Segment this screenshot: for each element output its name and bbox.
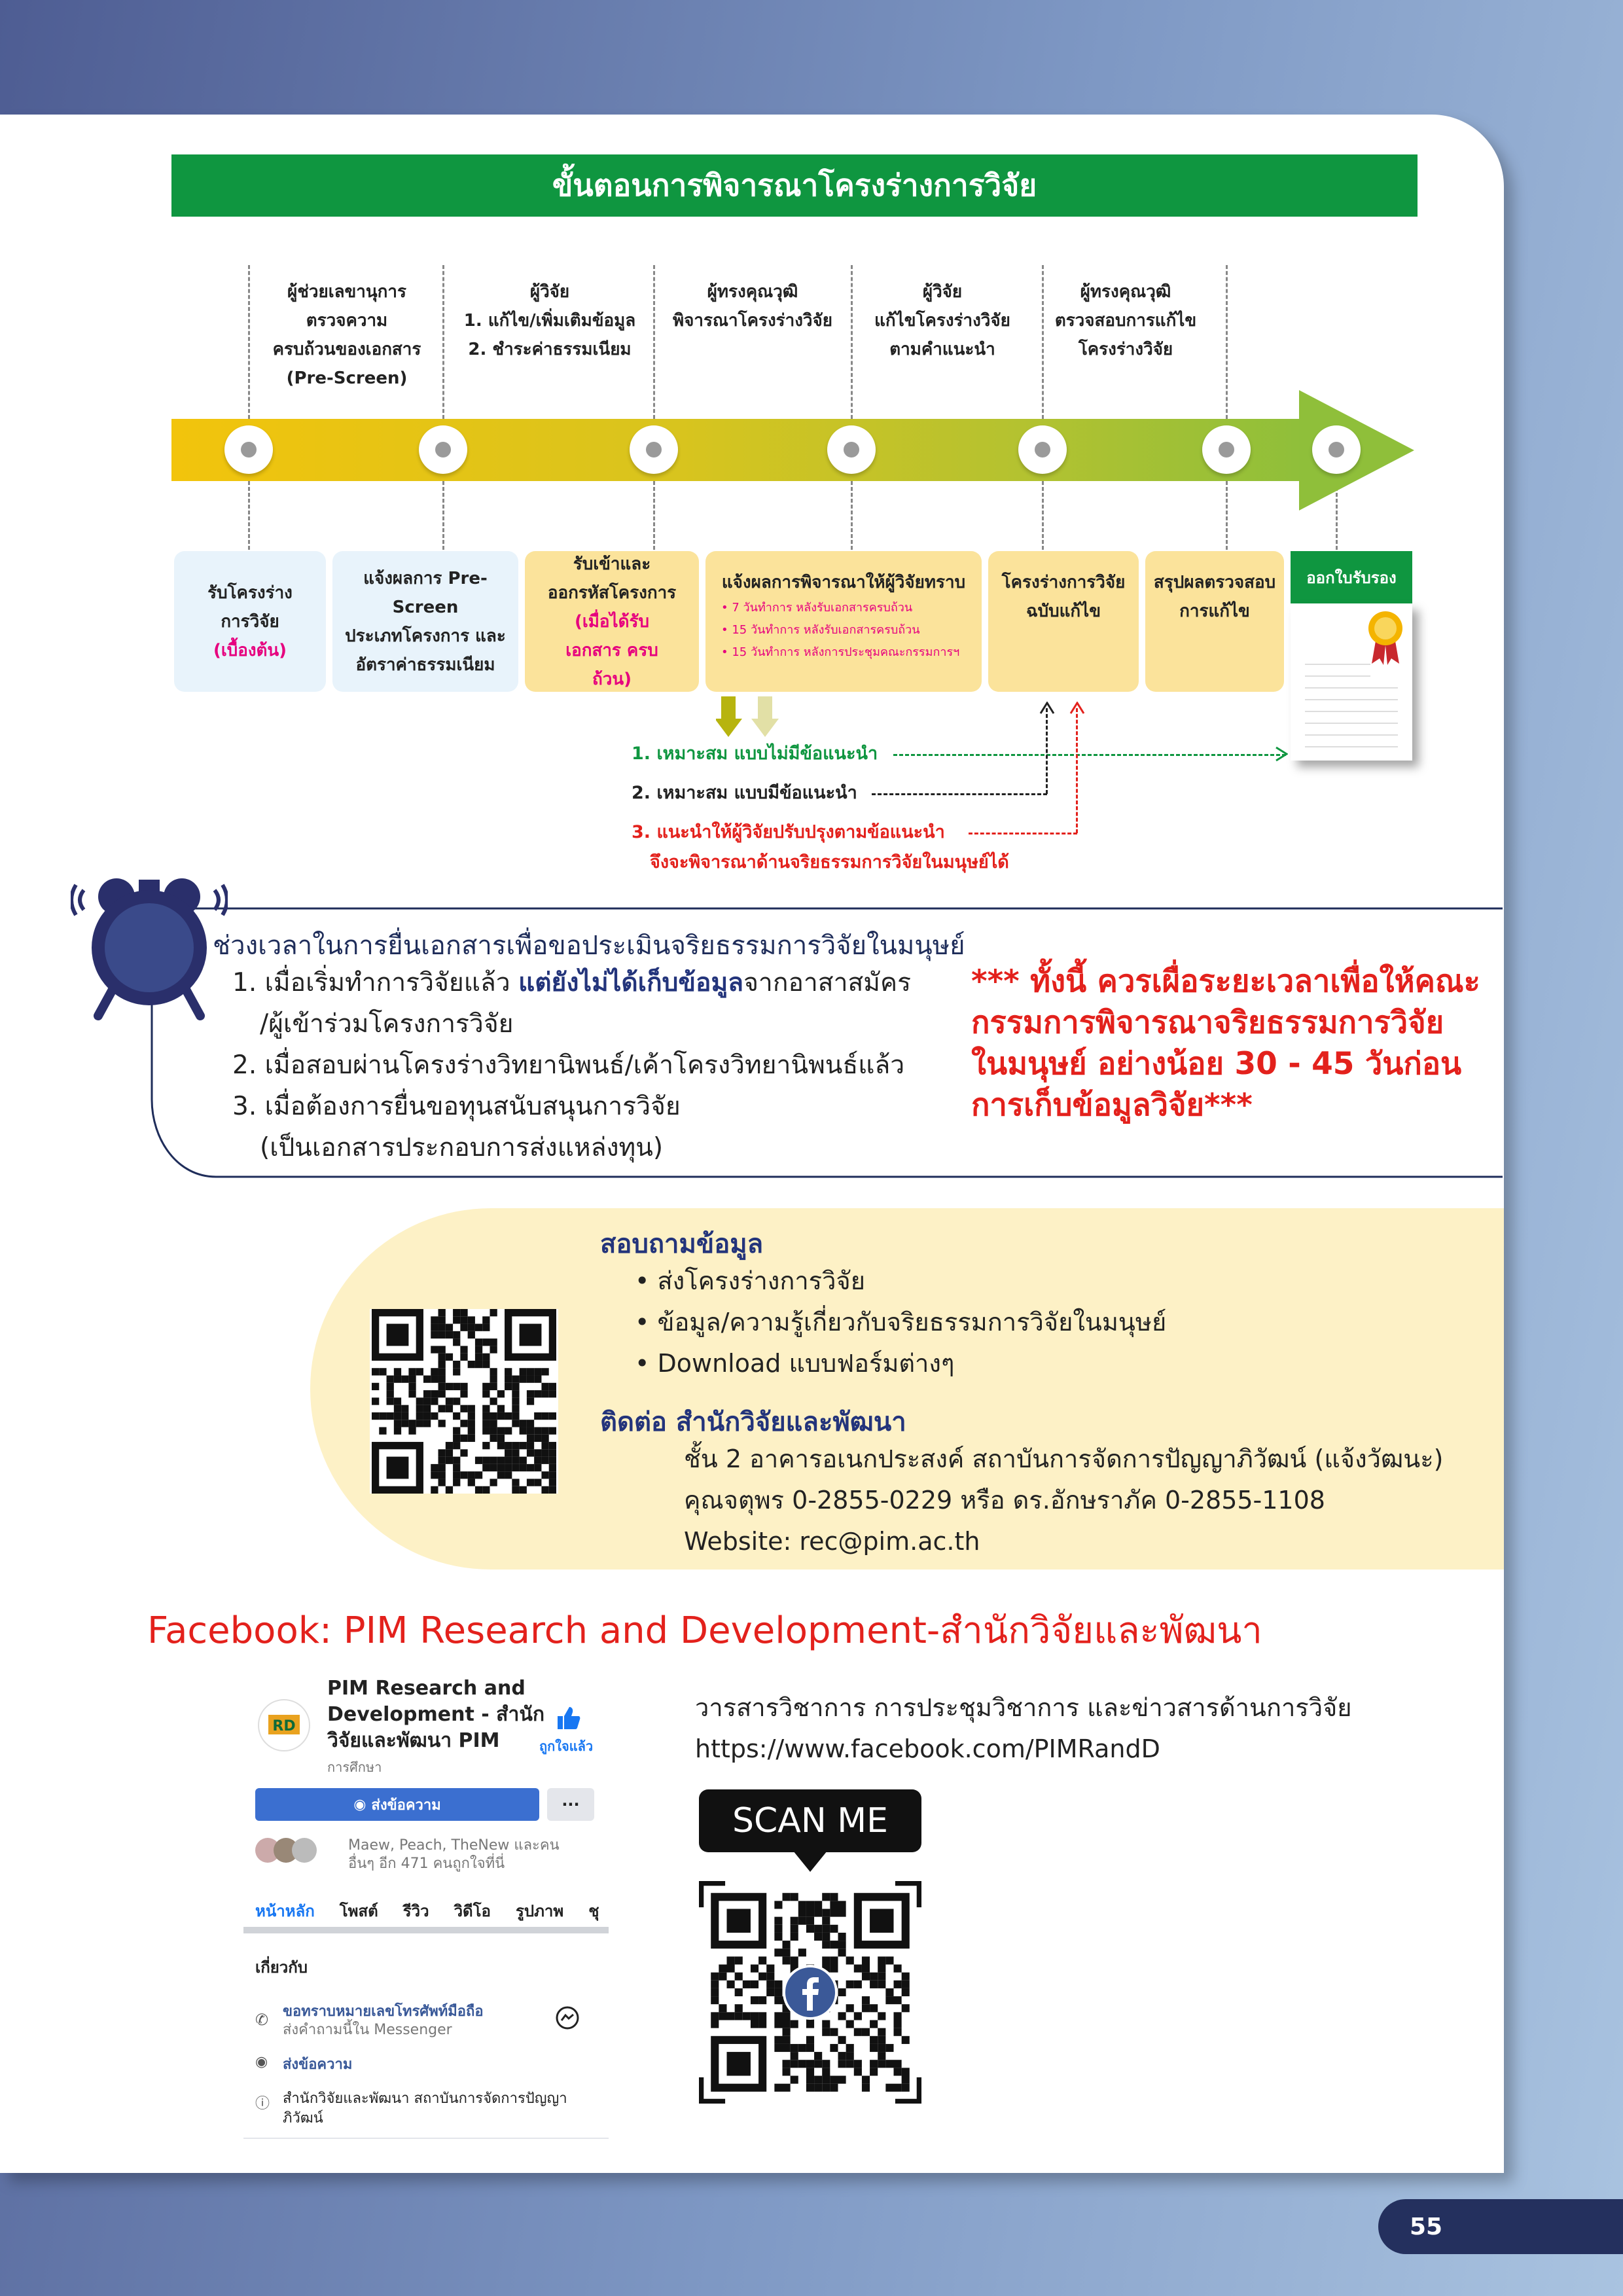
step-notify-result: แจ้งผลการพิจารณาให้ผู้วิจัยทราบ • 7 วันท… — [705, 551, 982, 692]
messenger-small-icon: ◉ — [255, 2054, 268, 2070]
step-review-summary: สรุปผลตรวจสอบ การแก้ไข — [1145, 551, 1284, 692]
alarm-clock-icon — [71, 878, 228, 1020]
timeline-dot — [224, 425, 273, 474]
timeline-arrow — [171, 419, 1304, 481]
fb-tab-more[interactable]: ชุ — [588, 1902, 599, 1920]
fb-message-button[interactable]: ◉ส่งข้อความ — [255, 1788, 539, 1821]
qr-code-facebook[interactable] — [698, 1880, 922, 2104]
facebook-page-card: RD PIM Research and Development - สำนัก … — [243, 1676, 609, 2140]
top-label-expert-2: ผู้ทรงคุณวุฒิตรวจสอบการแก้ไขโครงร่างวิจั… — [1054, 282, 1197, 359]
connector-result-2 — [872, 793, 1047, 795]
facebook-description: วารสารวิชาการ การประชุมวิชาการ และข่าวสา… — [695, 1687, 1352, 1770]
pim-logo: RD — [258, 1699, 310, 1751]
step-revised-proposal: โครงร่างการวิจัย ฉบับแก้ไข — [988, 551, 1139, 692]
scan-me-label: SCAN ME — [699, 1789, 921, 1852]
step-prescreen-result: แจ้งผลการ Pre-Screen ประเภทโครงการ และ อ… — [332, 551, 518, 692]
qr-code-contact[interactable] — [370, 1309, 558, 1494]
divider — [851, 265, 853, 419]
bubble-pointer — [793, 1851, 827, 1872]
fb-tab-reviews[interactable]: รีวิว — [402, 1902, 429, 1920]
divider — [653, 481, 655, 550]
facebook-url[interactable]: https://www.facebook.com/PIMRandD — [695, 1734, 1160, 1763]
inquiry-title: สอบถามข้อมูล — [600, 1229, 764, 1259]
step-receive-proposal: รับโครงร่าง การวิจัย (เบื้องต้น) — [174, 551, 326, 692]
connector-result-3-up — [1076, 708, 1078, 833]
divider — [442, 481, 444, 550]
timing-list: 1. เมื่อเริ่มทำการวิจัยแล้ว แต่ยังไม่ได้… — [232, 962, 911, 1168]
fb-friends-like: Maew, Peach, TheNew และคน อื่นๆ อีก 471 … — [348, 1837, 560, 1872]
timing-item-3: 3. เมื่อต้องการยื่นขอทุนสนับสนุนการวิจัย — [232, 1092, 681, 1121]
arrow-up-icon — [1039, 702, 1055, 714]
fb-tab-home[interactable]: หน้าหลัก — [255, 1902, 315, 1920]
messenger-icon: ◉ — [353, 1796, 366, 1813]
contact-title: ติดต่อ สำนักวิจัยและพัฒนา — [600, 1407, 906, 1437]
process-title: ขั้นตอนการพิจารณาโครงร่างการวิจัย — [171, 154, 1418, 217]
top-label-prescreen: ผู้ช่วยเลขานุการตรวจความครบถ้วนของเอกสาร… — [272, 282, 421, 388]
divider — [653, 265, 655, 419]
timeline-dot — [419, 425, 467, 474]
arrow-up-icon — [1069, 702, 1085, 714]
fb-tab-posts[interactable]: โพสต์ — [339, 1902, 378, 1920]
phone-icon: ✆ — [255, 2011, 269, 2029]
fb-tab-videos[interactable]: วิดีโอ — [454, 1902, 491, 1920]
fb-tab-underline — [243, 1927, 609, 1933]
timeline-dot — [1018, 425, 1067, 474]
timeline-dot — [1202, 425, 1251, 474]
fb-more-button[interactable]: ··· — [547, 1788, 594, 1821]
divider — [442, 265, 444, 419]
timeline-dot — [827, 425, 876, 474]
divider — [248, 481, 250, 550]
facebook-title: Facebook: PIM Research and Development-ส… — [147, 1609, 1262, 1652]
facebook-icon — [783, 1965, 838, 2020]
top-label-researcher-2: ผู้วิจัยแก้ไขโครงร่างวิจัยตามคำแนะนำ — [874, 282, 1010, 359]
result-3-line2: จึงจะพิจารณาด้านจริยธรรมการวิจัยในมนุษย์… — [650, 852, 1009, 872]
fb-tabs: หน้าหลัก โพสต์ รีวิว วิดีโอ รูปภาพ ชุ — [255, 1898, 609, 1924]
divider — [1336, 481, 1338, 550]
fb-about-heading: เกี่ยวกับ — [255, 1958, 308, 1977]
award-seal-icon — [1368, 611, 1402, 665]
divider — [243, 2138, 609, 2139]
divider — [851, 481, 853, 550]
page-number: 55 — [1378, 2199, 1623, 2254]
connector-result-2-up — [1046, 708, 1048, 794]
result-1: 1. เหมาะสม แบบไม่มีข้อแนะนำ — [632, 744, 878, 764]
timeline-dot — [1312, 425, 1361, 474]
result-3: 3. แนะนำให้ผู้วิจัยปรับปรุงตามข้อแนะนำ — [632, 822, 945, 842]
fb-phone-request[interactable]: ขอทราบหมายเลขโทรศัพท์มือถือ ส่งคำถามนี้ใ… — [283, 2003, 484, 2038]
timing-title: ช่วงเวลาในการยื่นเอกสารเพื่อขอประเมินจริ… — [213, 931, 965, 961]
thumbs-up-icon[interactable] — [555, 1706, 581, 1731]
fb-category: การศึกษา — [327, 1759, 382, 1775]
inquiry-bullets: • ส่งโครงร่างการวิจัย • ข้อมูล/ความรู้เก… — [635, 1266, 1167, 1378]
divider — [248, 265, 250, 419]
arrow-right-icon — [1275, 746, 1288, 762]
down-arrows-icon — [716, 696, 779, 737]
certificate-label: ออกใบรับรอง — [1291, 551, 1412, 603]
timing-item-2: 2. เมื่อสอบผ่านโครงร่างวิทยานิพนธ์/เค้าโ… — [232, 1050, 905, 1080]
divider — [1226, 481, 1228, 550]
fb-page-name[interactable]: PIM Research and Development - สำนัก วิจ… — [327, 1677, 544, 1752]
step-register-project: รับเข้าและ ออกรหัสโครงการ (เมื่อได้รับเอ… — [525, 551, 699, 692]
timing-item-1: 1. เมื่อเริ่มทำการวิจัยแล้ว แต่ยังไม่ได้… — [232, 968, 912, 997]
divider — [1042, 265, 1044, 419]
fb-tab-photos[interactable]: รูปภาพ — [515, 1902, 564, 1920]
timing-note: *** ทั้งนี้ ควรเผื่อระยะเวลาเพื่อให้คณะ … — [971, 963, 1480, 1123]
divider — [1226, 265, 1228, 419]
connector-result-3 — [969, 833, 1077, 834]
top-label-expert-1: ผู้ทรงคุณวุฒิพิจารณาโครงร่างวิจัย — [672, 282, 832, 331]
result-2: 2. เหมาะสม แบบมีข้อแนะนำ — [632, 783, 857, 803]
svg-text:RD: RD — [272, 1718, 295, 1734]
fb-send-message-link[interactable]: ส่งข้อความ — [283, 2056, 353, 2073]
timeline-dot — [630, 425, 678, 474]
contact-website[interactable]: Website: rec@pim.ac.th — [684, 1527, 980, 1556]
fb-liked-label[interactable]: ถูกใจแล้ว — [539, 1738, 594, 1754]
fb-friend-avatars — [255, 1838, 317, 1867]
fb-info: สำนักวิจัยและพัฒนา สถาบันการจัดการปัญญา … — [283, 2090, 567, 2126]
divider — [1042, 481, 1044, 550]
contact-details: ชั้น 2 อาคารอเนกประสงค์ สถาบันการจัดการป… — [684, 1439, 1444, 1562]
certificate-document — [1291, 603, 1412, 761]
info-icon: ⓘ — [255, 2096, 270, 2112]
messenger-icon[interactable] — [555, 2005, 580, 2030]
connector-result-1 — [893, 754, 1286, 756]
